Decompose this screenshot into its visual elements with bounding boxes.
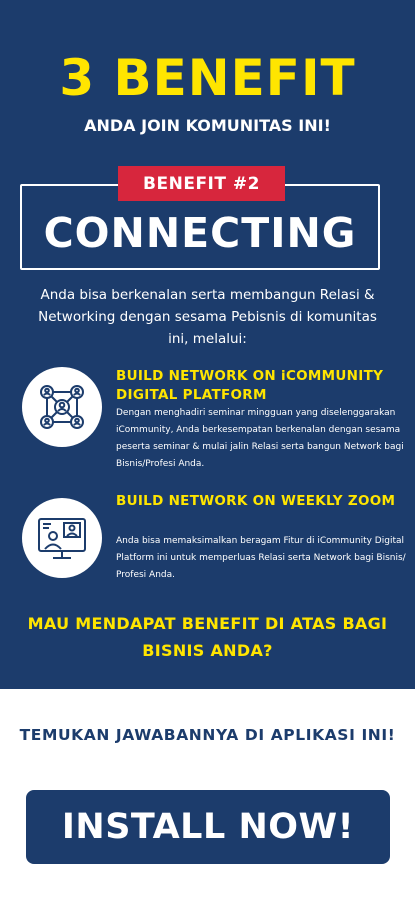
feature-description: Dengan menghadiri seminar mingguan yang …: [116, 408, 404, 469]
cta-question: MAU MENDAPAT BENEFIT DI ATAS BAGI BISNIS…: [27, 614, 388, 660]
feature-icon-circle: [22, 498, 102, 578]
feature-icon-circle: [22, 367, 102, 447]
feature-title: BUILD NETWORK ON WEEKLY ZOOM: [116, 493, 396, 509]
benefit-title: CONNECTING: [43, 209, 357, 257]
feature-title: BUILD NETWORK ON iCOMMUNITY DIGITAL PLAT…: [116, 368, 384, 403]
install-now-button[interactable]: INSTALL NOW!: [26, 790, 390, 864]
benefit-badge: BENEFIT #2: [118, 166, 285, 201]
headline: 3 BENEFIT: [59, 49, 356, 107]
cta-answer: TEMUKAN JAWABANNYA DI APLIKASI INI!: [19, 726, 396, 744]
feature-description: Anda bisa memaksimalkan beragam Fitur di…: [116, 536, 406, 580]
subheadline: ANDA JOIN KOMUNITAS INI!: [84, 116, 331, 135]
video-call-icon: [38, 518, 86, 559]
benefit-intro: Anda bisa berkenalan serta membangun Rel…: [38, 287, 377, 347]
network-people-icon: [40, 385, 84, 429]
